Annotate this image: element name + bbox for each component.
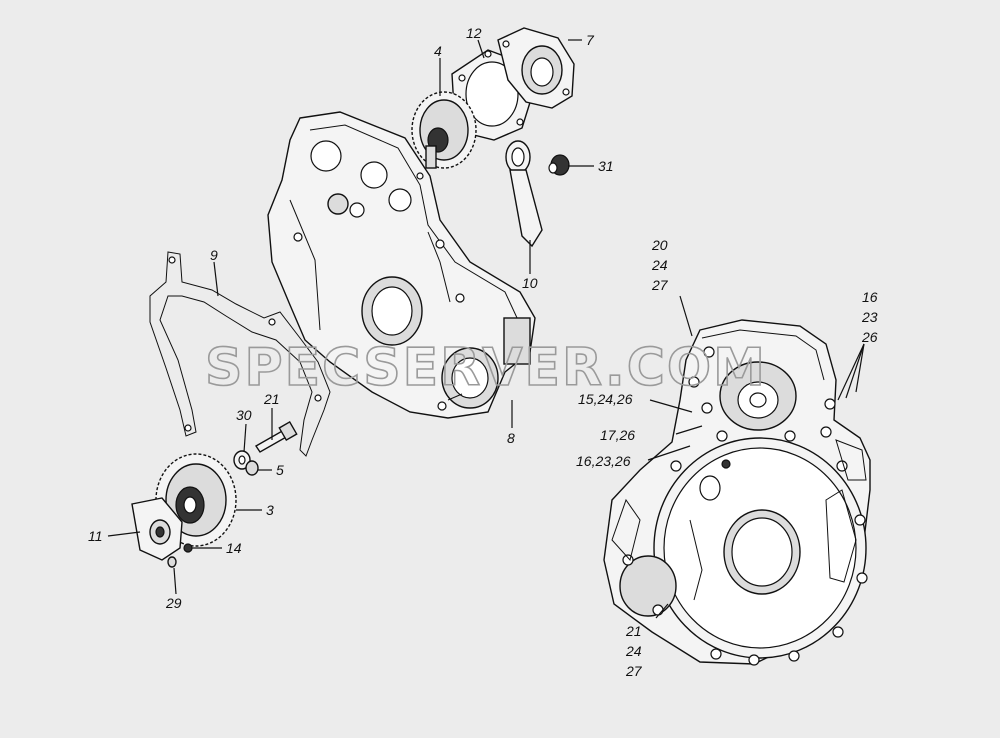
callout-9: 9 bbox=[210, 247, 218, 263]
callout-7: 7 bbox=[586, 32, 595, 48]
callout-labels: 12 7 4 31 9 10 8 21 30 5 3 11 14 29 20 2… bbox=[88, 25, 878, 679]
nut-part-31 bbox=[548, 154, 570, 176]
callout-16: 16 bbox=[862, 289, 878, 305]
callout-27-bottom: 27 bbox=[625, 663, 643, 679]
callout-12: 12 bbox=[466, 25, 482, 41]
callout-21-left: 21 bbox=[263, 391, 280, 407]
washer-part-30 bbox=[233, 450, 251, 470]
callout-24-top: 24 bbox=[651, 257, 668, 273]
gear-part-4 bbox=[411, 91, 477, 169]
callout-4: 4 bbox=[434, 43, 442, 59]
callout-27-top: 27 bbox=[651, 277, 669, 293]
callout-8: 8 bbox=[507, 430, 515, 446]
callout-15-24-26: 15,24,26 bbox=[578, 391, 633, 407]
callout-10: 10 bbox=[522, 275, 538, 291]
bolt-part-21 bbox=[255, 420, 298, 453]
bracket-part-10 bbox=[505, 140, 543, 248]
callout-14: 14 bbox=[226, 540, 242, 556]
timing-housing-part-8 bbox=[267, 111, 536, 419]
watermark-text: SPECSERVER.COM bbox=[205, 338, 767, 398]
axle-plate-part-11 bbox=[131, 497, 183, 561]
callout-29: 29 bbox=[165, 595, 182, 611]
cover-part-7 bbox=[497, 27, 575, 109]
callout-21-bottom: 21 bbox=[625, 623, 642, 639]
callout-5: 5 bbox=[276, 462, 284, 478]
callout-30: 30 bbox=[236, 407, 252, 423]
callout-26: 26 bbox=[861, 329, 878, 345]
callout-24-bottom: 24 bbox=[625, 643, 642, 659]
assembled-housing-view bbox=[603, 319, 871, 666]
callout-31: 31 bbox=[598, 158, 614, 174]
bolt-part-14 bbox=[183, 543, 193, 553]
leader-lines bbox=[107, 39, 865, 619]
fastener-part-29 bbox=[167, 556, 177, 568]
callout-3: 3 bbox=[266, 502, 274, 518]
spacer-part-5 bbox=[245, 460, 259, 476]
callout-23: 23 bbox=[861, 309, 878, 325]
callout-11: 11 bbox=[88, 528, 103, 544]
callout-17-26: 17,26 bbox=[600, 427, 635, 443]
gasket-part-9 bbox=[149, 251, 331, 457]
callout-20: 20 bbox=[651, 237, 668, 253]
callout-16-23-26: 16,23,26 bbox=[576, 453, 631, 469]
